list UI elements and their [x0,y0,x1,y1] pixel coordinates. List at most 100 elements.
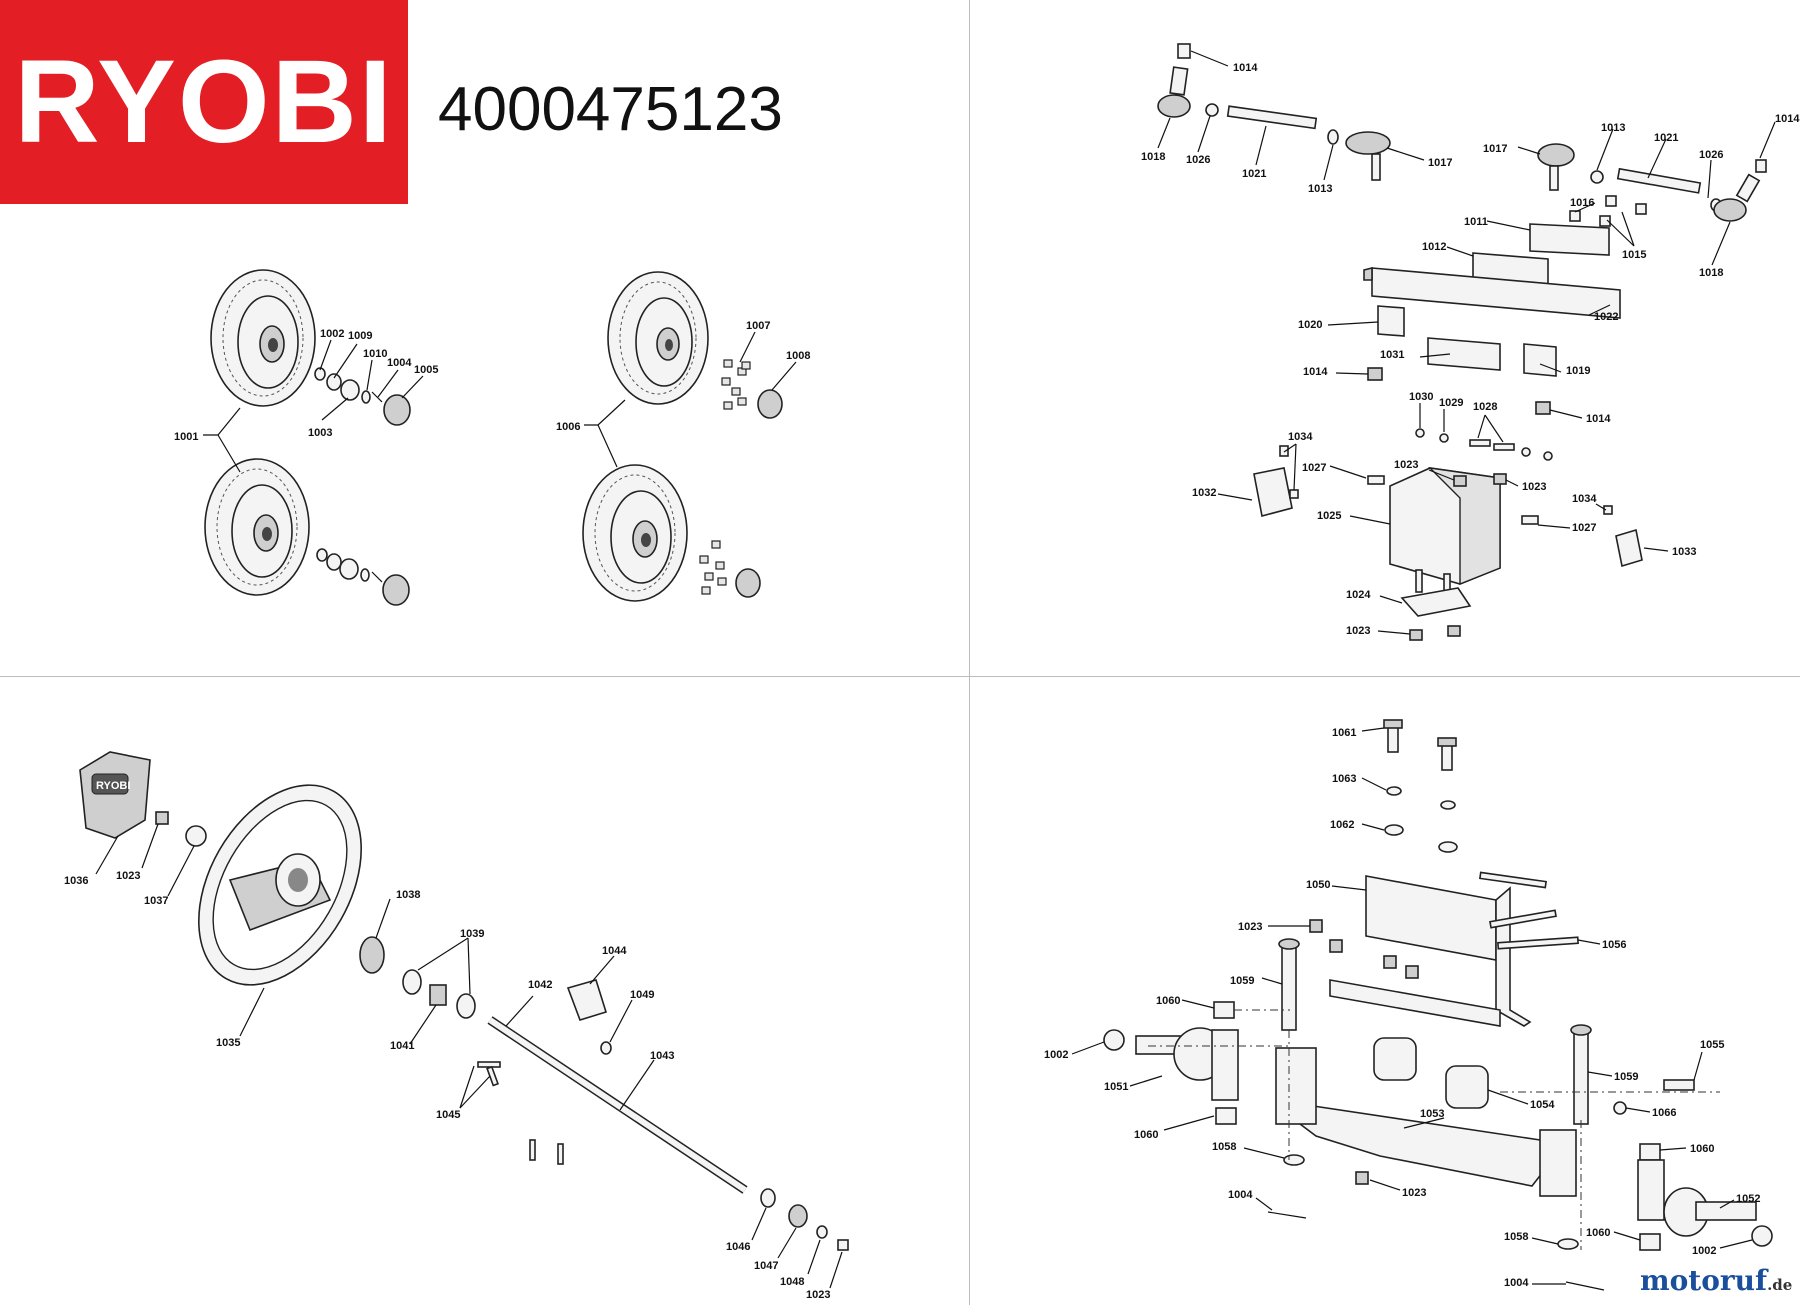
front-wheel-top [607,271,709,405]
label-1060-b: 1060 [1134,1129,1158,1141]
motoruf-watermark: motoruf.de [1640,1264,1792,1297]
label-1018-b: 1018 [1699,267,1723,279]
label-1049: 1049 [630,989,654,1001]
label-1066: 1066 [1652,1107,1676,1119]
label-1012: 1012 [1422,241,1446,253]
label-1023-a: 1023 [1394,459,1418,471]
label-1023-e: 1023 [806,1289,830,1301]
label-1023-f: 1023 [1238,921,1262,933]
ryobi-logo: RYOBI [0,0,408,204]
label-1031: 1031 [1380,349,1404,361]
label-1014-d: 1014 [1586,413,1611,425]
label-1009: 1009 [348,330,372,342]
label-1060-a: 1060 [1156,995,1180,1007]
label-1045: 1045 [436,1109,460,1121]
label-1037: 1037 [144,895,168,907]
rear-wheel-top [210,269,316,407]
watermark-domain: .de [1767,1276,1793,1294]
model-number: 4000475123 [438,75,783,144]
label-1032: 1032 [1192,487,1216,499]
label-1013-a: 1013 [1308,183,1332,195]
label-1004: 1004 [387,357,412,369]
wheels-panel: 1001 1002 1003 1004 1005 1006 1007 1008 … [174,269,810,606]
label-1034-a: 1034 [1288,431,1313,443]
steering-linkage-panel: 1014 1018 1026 1021 1013 1017 1013 1021 … [1141,43,1800,641]
label-1038: 1038 [396,889,420,901]
label-1014-c: 1014 [1303,366,1328,378]
label-1027-a: 1027 [1302,462,1326,474]
label-1039: 1039 [460,928,484,940]
label-1004-a: 1004 [1228,1189,1253,1201]
label-1025: 1025 [1317,510,1341,522]
label-1059-a: 1059 [1230,975,1254,987]
rear-wheel-bottom [204,458,310,596]
label-1042: 1042 [528,979,552,991]
label-1060-d: 1060 [1586,1227,1610,1239]
label-1051: 1051 [1104,1081,1128,1093]
label-1017-a: 1017 [1428,157,1452,169]
label-1002-a: 1002 [1044,1049,1068,1061]
label-1004-b: 1004 [1504,1277,1529,1289]
label-1024: 1024 [1346,589,1371,601]
label-1001: 1001 [174,431,198,443]
front-wheel-bottom [582,464,688,602]
vertical-divider [969,0,970,1305]
label-1002: 1002 [320,328,344,340]
label-1060-c: 1060 [1690,1143,1714,1155]
label-1053: 1053 [1420,1108,1444,1120]
label-1028: 1028 [1473,401,1497,413]
watermark-text: motoruf [1640,1264,1768,1297]
label-1046: 1046 [726,1241,750,1253]
label-1048: 1048 [780,1276,804,1288]
label-1044: 1044 [602,945,627,957]
label-1050: 1050 [1306,879,1330,891]
label-1056: 1056 [1602,939,1626,951]
label-1036: 1036 [64,875,88,887]
label-1010: 1010 [363,348,387,360]
label-1030: 1030 [1409,391,1433,403]
label-1021-b: 1021 [1654,132,1678,144]
label-1058-a: 1058 [1212,1141,1236,1153]
label-1062: 1062 [1330,819,1354,831]
label-1034-b: 1034 [1572,493,1597,505]
label-1055: 1055 [1700,1039,1724,1051]
label-1008: 1008 [786,350,810,362]
label-1022: 1022 [1594,311,1618,323]
label-1020: 1020 [1298,319,1322,331]
label-1041: 1041 [390,1040,414,1052]
label-1058-b: 1058 [1504,1231,1528,1243]
label-1007: 1007 [746,320,770,332]
label-1003: 1003 [308,427,332,439]
label-1043: 1043 [650,1050,674,1062]
label-1027-b: 1027 [1572,522,1596,534]
label-1013-b: 1013 [1601,122,1625,134]
label-1017-b: 1017 [1483,143,1507,155]
label-1021-a: 1021 [1242,168,1266,180]
label-1023-c: 1023 [1346,625,1370,637]
label-1026-a: 1026 [1186,154,1210,166]
label-1015: 1015 [1622,249,1646,261]
label-1063: 1063 [1332,773,1356,785]
horizontal-divider [0,676,1800,677]
label-1018-a: 1018 [1141,151,1165,163]
label-1005: 1005 [414,364,438,376]
label-1059-b: 1059 [1614,1071,1638,1083]
label-1006: 1006 [556,421,580,433]
label-1054: 1054 [1530,1099,1555,1111]
label-1016: 1016 [1570,197,1594,209]
label-1023-b: 1023 [1522,481,1546,493]
steering-wheel-panel: RYOBI [64,751,849,1301]
label-1019: 1019 [1566,365,1590,377]
brand-wordmark: RYOBI [14,36,394,168]
label-1061: 1061 [1332,727,1356,739]
label-1023-d: 1023 [116,870,140,882]
label-1052: 1052 [1736,1193,1760,1205]
label-1047: 1047 [754,1260,778,1272]
label-1014-b: 1014 [1775,113,1800,125]
label-1023-g: 1023 [1402,1187,1426,1199]
label-1002-b: 1002 [1692,1245,1716,1257]
cap-brand-text: RYOBI [96,780,130,792]
label-1033: 1033 [1672,546,1696,558]
label-1035: 1035 [216,1037,240,1049]
label-1014-a: 1014 [1233,62,1258,74]
